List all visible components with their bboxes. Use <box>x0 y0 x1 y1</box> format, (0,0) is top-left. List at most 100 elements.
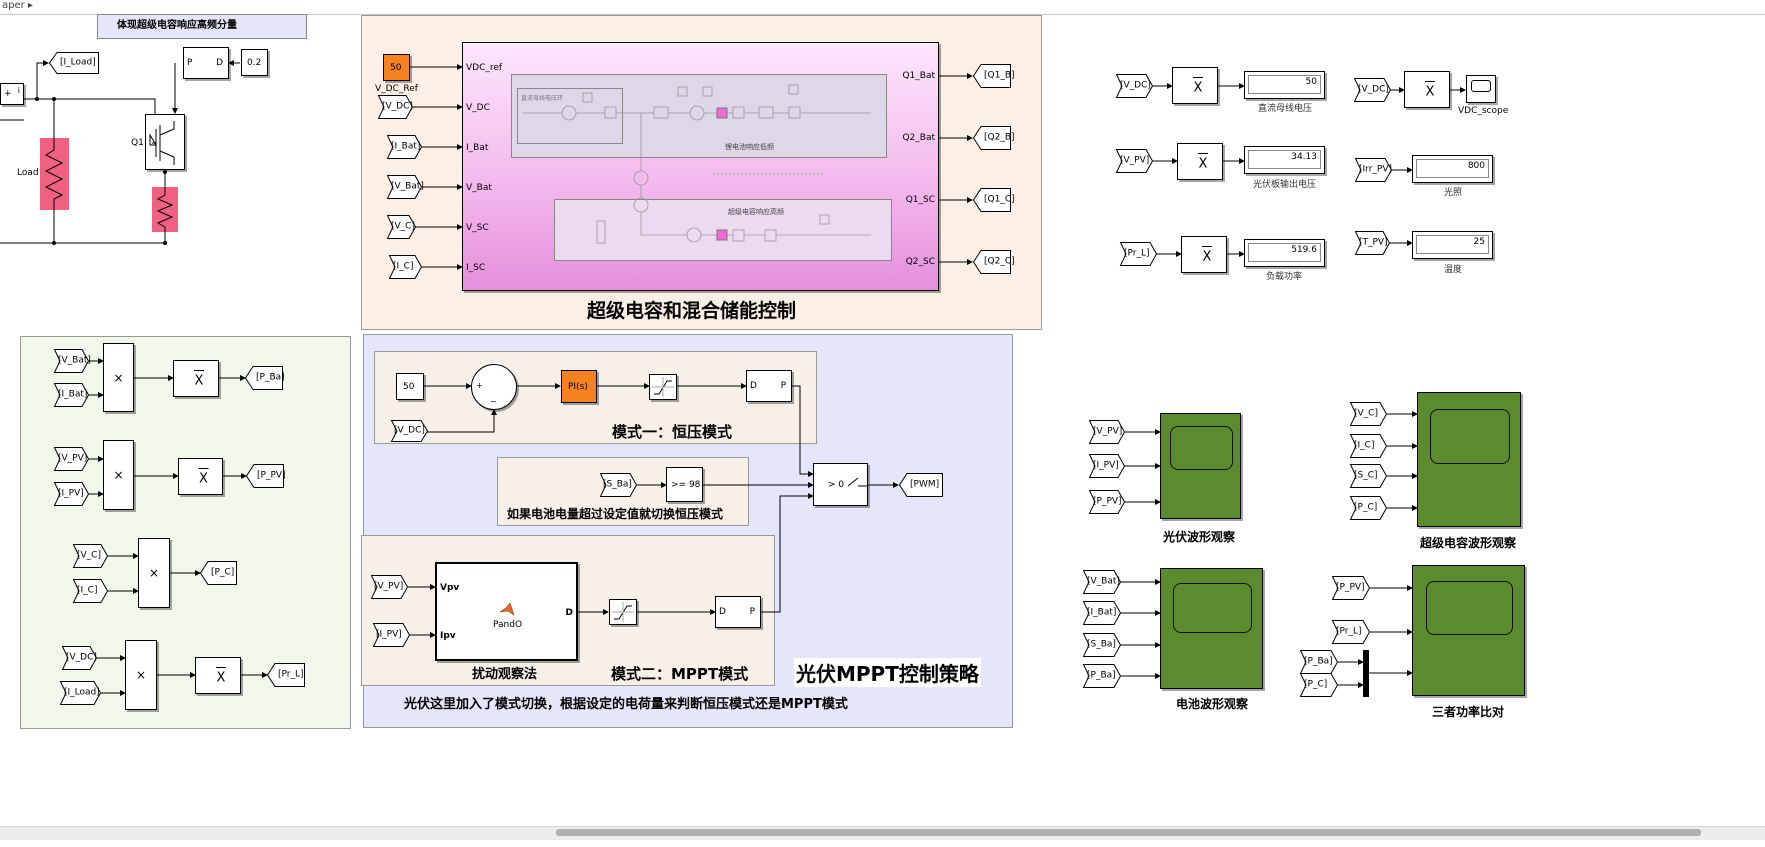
abs-block[interactable]: X <box>1181 236 1227 273</box>
goto-tag-output[interactable]: [Q1_C] <box>972 188 1015 212</box>
pwm-generator[interactable]: P D <box>183 47 229 79</box>
scope-block[interactable] <box>1417 392 1521 527</box>
abs-block[interactable]: X <box>1404 71 1450 108</box>
from-tag-display[interactable]: [T_PV] <box>1354 231 1391 255</box>
pwm-mode1[interactable]: D P <box>746 370 792 402</box>
breadcrumb[interactable]: aper ▸ <box>2 0 33 11</box>
from-tag-scope[interactable]: [V_C] <box>1349 402 1388 426</box>
from-tag-display[interactable]: [V_DC] <box>1115 74 1154 98</box>
saturation-1[interactable] <box>649 374 677 400</box>
from-tag-power[interactable]: [I_Bat] <box>53 383 90 407</box>
goto-tag-output[interactable]: [Q2_B] <box>972 126 1015 150</box>
goto-tag-power[interactable]: [P_PV] <box>245 464 286 488</box>
from-tag-scope[interactable]: [I_Bat] <box>1082 601 1122 625</box>
scope-block[interactable] <box>1160 413 1241 519</box>
from-tag-input[interactable]: [V_Bat] <box>386 175 424 199</box>
from-tag-power[interactable]: [I_C] <box>72 579 109 603</box>
from-tag-scope[interactable]: [V_Bat] <box>1082 570 1122 594</box>
from-tag-display[interactable]: [Irr_PV] <box>1354 158 1393 182</box>
product-block[interactable]: × <box>103 440 134 510</box>
from-tag-scope[interactable]: [I_C] <box>1349 434 1388 458</box>
from-tag-scope[interactable]: [P_C] <box>1299 673 1339 697</box>
vdc-scope[interactable] <box>1466 75 1496 103</box>
current-sensor[interactable]: + i <box>0 83 24 105</box>
out-port-label: Q2_Bat <box>902 133 935 143</box>
goto-tag-power[interactable]: [P_C] <box>199 561 237 585</box>
from-v-dc-mppt[interactable]: [V_DC] <box>390 420 429 442</box>
from-tag-input[interactable]: [I_Bat] <box>386 135 423 159</box>
display-block[interactable]: 34.13 <box>1244 146 1325 174</box>
goto-tag-power[interactable]: [Pr_L] <box>266 663 305 687</box>
display-block[interactable]: 50 <box>1244 71 1325 99</box>
saturation-2[interactable] <box>609 599 637 625</box>
from-s-ba[interactable]: [S_Ba] <box>599 473 638 497</box>
from-tag-scope[interactable]: [P_C] <box>1349 496 1388 520</box>
pando-function-block[interactable]: Vpv Ipv D PandO <box>435 562 578 661</box>
from-tag-input[interactable]: [V_DC] <box>377 95 414 119</box>
from-tag-scope[interactable]: [V_PV] <box>1088 420 1126 444</box>
abs-block[interactable]: X <box>195 657 241 694</box>
mux-block[interactable] <box>1363 650 1369 697</box>
load-resistor[interactable] <box>40 138 69 210</box>
from-tag-power[interactable]: [I_Load] <box>59 681 102 705</box>
display-block[interactable]: 25 <box>1412 231 1493 259</box>
q1-label: Q1 <box>131 138 144 148</box>
display-block[interactable]: 519.6 <box>1244 239 1325 267</box>
from-tag-power[interactable]: [V_Bat] <box>53 349 91 373</box>
tag-label: [P_PV] <box>1336 582 1365 593</box>
vdc-ref-label: V_DC_Ref <box>375 84 418 94</box>
from-tag-scope[interactable]: [S_Ba] <box>1082 633 1122 657</box>
mode1-label: 模式一：恒压模式 <box>612 423 733 441</box>
scope-block[interactable] <box>1412 565 1525 696</box>
goto-tag-power[interactable]: [P_Ba] <box>244 366 285 390</box>
from-tag-scope[interactable]: [P_Ba] <box>1299 650 1339 674</box>
const-50[interactable]: 50 <box>396 373 424 400</box>
goto-tag-output[interactable]: [Q2_C] <box>972 250 1015 274</box>
saturation-icon <box>612 602 634 622</box>
const-0-2[interactable]: 0.2 <box>241 49 268 76</box>
from-tag-scope[interactable]: [P_PV] <box>1088 490 1126 514</box>
abs-icon: X <box>1202 246 1212 265</box>
horizontal-scrollbar-thumb[interactable] <box>556 829 1701 836</box>
product-block[interactable]: × <box>125 640 157 710</box>
abs-block[interactable]: X <box>1177 143 1223 180</box>
from-tag-power[interactable]: [V_PV] <box>53 447 90 471</box>
from-tag-power[interactable]: [V_C] <box>72 544 109 568</box>
abs-block[interactable]: X <box>1172 67 1218 104</box>
from-tag-vdc-scope[interactable]: [V_DC] <box>1353 78 1392 102</box>
pwm-mode2[interactable]: D P <box>715 596 761 628</box>
from-tag-display[interactable]: [Pr_L] <box>1119 242 1158 266</box>
from-i-pv-mppt[interactable]: [I_PV] <box>372 623 411 647</box>
abs-block[interactable]: X <box>178 458 223 495</box>
from-tag-scope[interactable]: [S_C] <box>1349 464 1388 488</box>
from-tag-scope[interactable]: [P_PV] <box>1331 576 1371 600</box>
subsystem-preview-icon <box>523 84 871 244</box>
igbt-q1[interactable] <box>145 114 185 170</box>
product-block[interactable]: × <box>138 538 170 608</box>
abs-block[interactable]: X <box>173 360 219 397</box>
sum-block[interactable]: + − <box>471 364 517 410</box>
mode-switch[interactable]: > 0 <box>813 463 868 506</box>
in-port-label: V_DC <box>466 103 490 113</box>
from-tag-scope[interactable]: [Pr_L] <box>1331 620 1371 644</box>
scope-block[interactable] <box>1160 568 1263 689</box>
product-block[interactable]: × <box>103 343 134 412</box>
from-tag-scope[interactable]: [P_Ba] <box>1082 664 1122 688</box>
from-tag-input[interactable]: [V_C] <box>386 215 417 239</box>
resistor-2[interactable] <box>152 187 178 232</box>
pi-controller[interactable]: PI(s) <box>561 370 597 403</box>
display-value: 800 <box>1416 159 1489 178</box>
vdc-ref-const[interactable]: 50 <box>383 54 410 81</box>
from-tag-power[interactable]: [I_PV] <box>53 482 90 506</box>
from-tag-input[interactable]: [I_C] <box>388 255 423 279</box>
display-block[interactable]: 800 <box>1412 155 1493 183</box>
goto-pwm[interactable]: [PWM] <box>898 473 943 497</box>
from-v-pv-mppt[interactable]: [V_PV] <box>370 575 409 599</box>
goto-tag-output[interactable]: [Q1_B] <box>972 64 1015 88</box>
from-tag-power[interactable]: [V_DC] <box>61 646 98 670</box>
from-tag-display[interactable]: [V_PV] <box>1115 149 1154 173</box>
compare-98[interactable]: >= 98 <box>666 467 703 502</box>
goto-i-load[interactable]: [I_Load] <box>48 52 99 74</box>
from-tag-scope[interactable]: [I_PV] <box>1088 454 1126 478</box>
